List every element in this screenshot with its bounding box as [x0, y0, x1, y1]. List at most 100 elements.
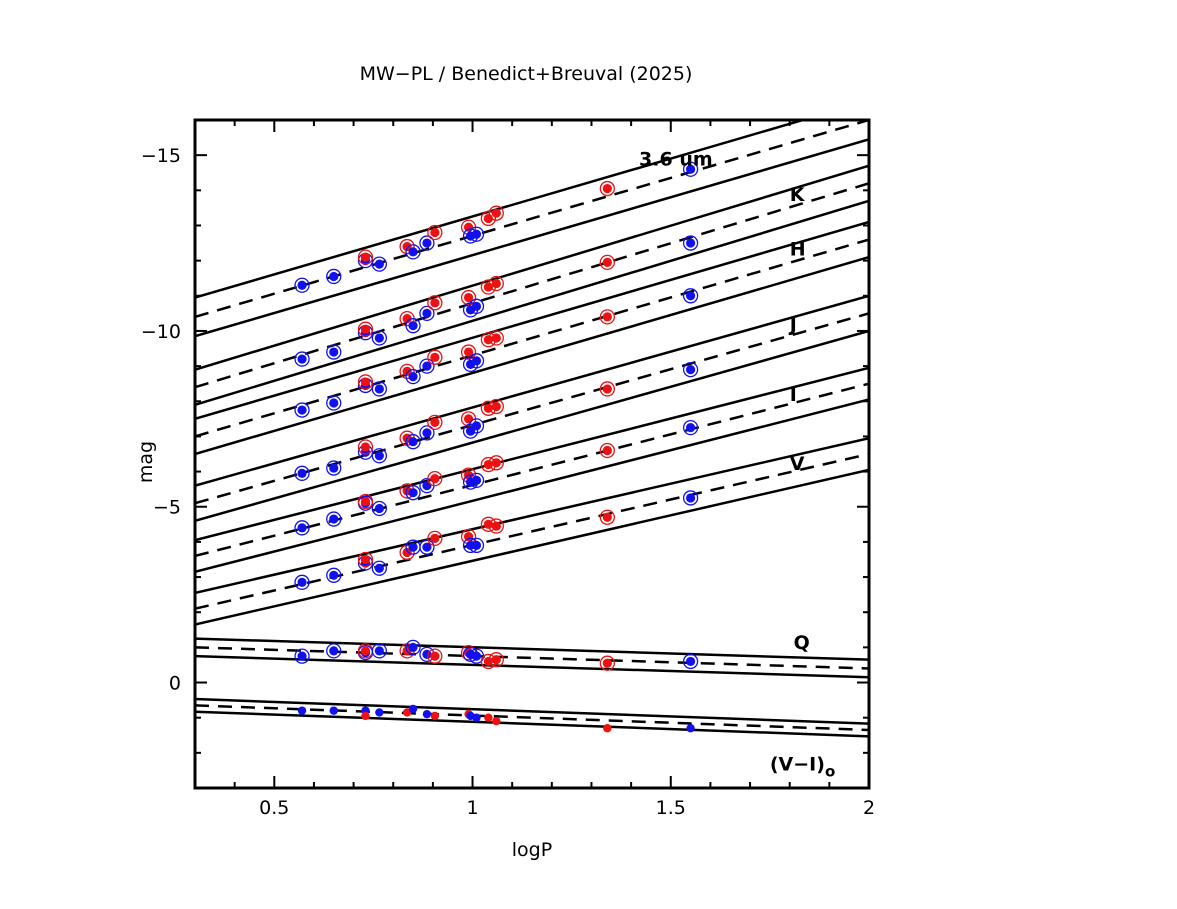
point-ring [599, 655, 615, 671]
data-point [685, 423, 696, 433]
point-ring [371, 500, 388, 517]
y-tick-label: −15 [141, 145, 181, 167]
data-point [408, 437, 418, 447]
data-point [463, 292, 474, 303]
point-ring [419, 425, 435, 441]
point-ring [488, 398, 504, 415]
point-ring [599, 509, 615, 525]
data-point [430, 474, 440, 484]
point-ring [371, 448, 388, 464]
data-point [491, 521, 501, 531]
relation-lines [195, 120, 869, 738]
data-point [422, 308, 432, 318]
band-edge-k [195, 199, 869, 406]
point-ring [682, 490, 699, 506]
data-point [471, 540, 482, 551]
band-edge-j [195, 294, 869, 487]
data-point [491, 333, 501, 343]
data-point [297, 280, 307, 290]
data-point [603, 724, 612, 733]
data-point [430, 651, 440, 661]
band-label: K [790, 184, 806, 206]
data-point [602, 384, 612, 394]
data-point [374, 503, 384, 514]
y-tick-label: −5 [153, 497, 181, 519]
point-ring [599, 180, 615, 197]
data-point [685, 238, 696, 248]
band-edge-q [195, 654, 869, 679]
band-label: I [790, 384, 797, 406]
data-point [402, 547, 412, 558]
point-ring [326, 460, 342, 476]
point-ring [599, 381, 615, 397]
band-edge--v-i- [195, 697, 869, 725]
data-point [402, 241, 412, 252]
data-point [329, 398, 339, 408]
point-ring [468, 353, 485, 369]
point-ring [488, 652, 504, 668]
data-point [491, 655, 501, 665]
fit-line-i [195, 382, 869, 558]
point-ring [405, 244, 421, 260]
data-point [329, 463, 339, 473]
data-point [422, 428, 432, 438]
y-tick-label: −10 [141, 321, 181, 343]
x-tick-label: 1 [466, 797, 478, 819]
data-point [422, 542, 432, 552]
data-point [602, 445, 612, 456]
data-point [430, 227, 440, 238]
point-ring [399, 363, 415, 380]
data-point [602, 183, 612, 194]
point-ring [427, 414, 443, 431]
point-ring [294, 574, 310, 590]
band-edge-3-6-um [195, 138, 869, 338]
data-point [360, 646, 371, 656]
point-ring [326, 268, 342, 285]
y-tick-label: 0 [169, 673, 181, 695]
band-edge-q [195, 637, 869, 661]
fit-line-3-6-um [195, 120, 869, 319]
data-point [685, 164, 696, 174]
point-ring [357, 374, 374, 390]
point-ring [682, 361, 699, 378]
band-edge-h [195, 220, 869, 421]
point-ring [357, 249, 374, 265]
band-label: V [790, 453, 805, 475]
point-ring [399, 544, 415, 561]
band-label: H [790, 238, 806, 260]
point-ring [682, 419, 699, 436]
point-ring [371, 256, 388, 272]
point-ring [294, 465, 310, 481]
data-point [422, 709, 432, 719]
point-ring [405, 434, 421, 450]
data-point [471, 421, 482, 431]
point-ring [460, 344, 477, 360]
band-label-subscript: o [825, 762, 835, 780]
point-ring [326, 567, 342, 583]
data-point [430, 711, 440, 721]
band-edge-v [195, 436, 869, 595]
x-axis-label: logP [512, 839, 552, 861]
point-ring [399, 238, 415, 255]
band-label: J [788, 314, 797, 336]
point-ring [468, 298, 485, 314]
data-point [297, 468, 307, 478]
data-point [374, 384, 384, 394]
data-point [484, 713, 493, 722]
data-point [422, 238, 432, 248]
point-ring [468, 418, 485, 434]
band-label: Q [794, 632, 810, 654]
band-edge-3-6-um [195, 120, 808, 299]
data-point [602, 257, 612, 267]
data-point [360, 554, 371, 565]
data-point [408, 704, 418, 714]
point-ring [682, 161, 699, 177]
data-point [374, 646, 384, 656]
data-point [408, 247, 418, 257]
data-point [471, 651, 482, 661]
data-point [463, 347, 474, 357]
point-ring [371, 330, 388, 346]
point-ring [682, 653, 699, 670]
band-label: 3.6 um [639, 149, 713, 171]
